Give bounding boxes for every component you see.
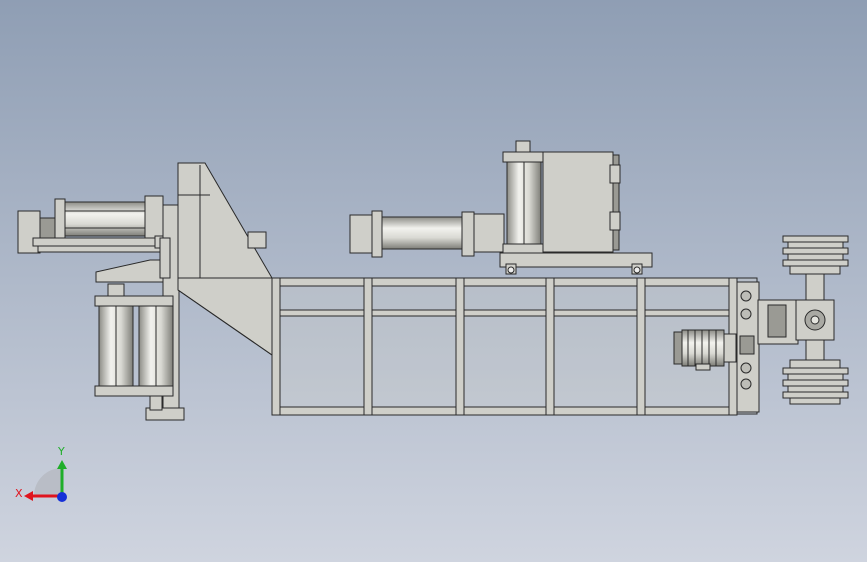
triad-y-label: Y (57, 445, 65, 458)
drive-end-housing[interactable] (736, 281, 799, 413)
pulley-shaft[interactable] (795, 299, 835, 341)
triad-z-axis-icon (57, 492, 67, 502)
top-vertical-cylinder[interactable] (502, 140, 546, 255)
left-hydraulic-cylinder[interactable] (17, 195, 164, 254)
lower-roller-pair[interactable] (94, 283, 174, 411)
triad-x-label: X (15, 487, 23, 500)
lower-pulley[interactable] (782, 335, 849, 405)
upper-pulley[interactable] (782, 235, 849, 305)
main-frame[interactable] (271, 277, 758, 416)
triad-x-arrow-icon (24, 491, 33, 501)
electric-motor[interactable] (673, 329, 737, 371)
coordinate-triad: X Y (15, 445, 67, 502)
top-base-plate[interactable] (499, 252, 653, 275)
triad-plane-indicator (34, 468, 62, 496)
triad-y-arrow-icon (57, 460, 67, 469)
top-hydraulic-cylinder[interactable] (349, 210, 505, 258)
top-gearbox[interactable] (542, 151, 621, 253)
